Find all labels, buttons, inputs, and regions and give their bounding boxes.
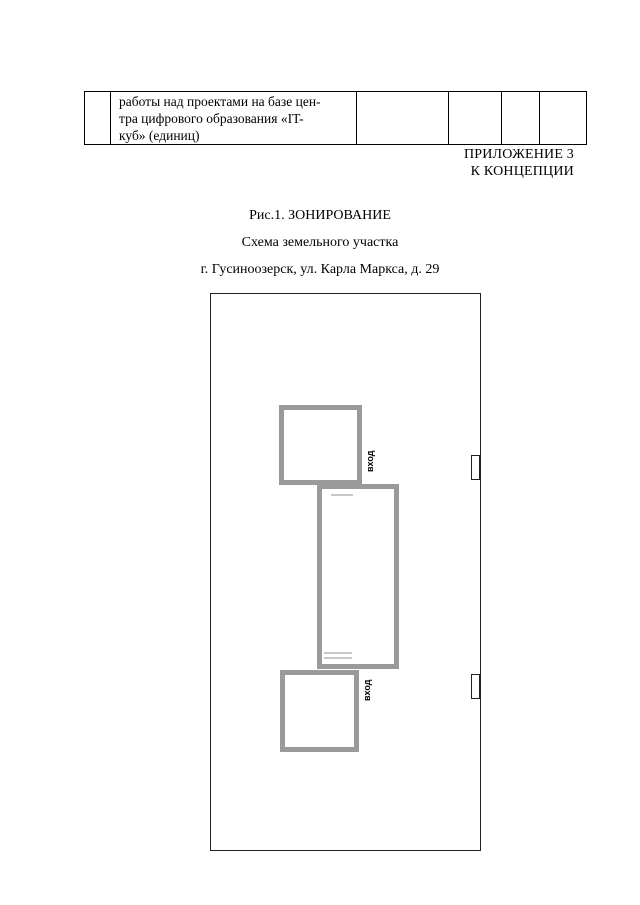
indicator-text: работы над проектами на базе цен- тра ци…	[111, 92, 356, 144]
appendix-line-1: ПРИЛОЖЕНИЕ 3	[463, 147, 574, 162]
indicator-line-2: тра цифрового образования «IT-	[119, 111, 304, 126]
appendix-heading: ПРИЛОЖЕНИЕ 3 К КОНЦЕПЦИИ	[464, 146, 574, 180]
gate-top	[471, 455, 480, 480]
entrance-label-bottom: вход	[362, 679, 372, 701]
land-plot-outline: вход вход	[210, 293, 481, 851]
appendix-line-2: К КОНЦЕПЦИИ	[470, 164, 574, 179]
figure-title: Рис.1. ЗОНИРОВАНИЕ	[249, 208, 391, 223]
gate-bottom	[471, 674, 480, 699]
table-cell-number	[84, 91, 111, 145]
building-upper	[279, 405, 362, 485]
stair-mark-bottom	[324, 652, 352, 654]
building-lower	[280, 670, 359, 752]
figure-address: г. Гусиноозерск, ул. Карла Маркса, д. 29	[200, 262, 440, 277]
indicator-line-1: работы над проектами на базе цен-	[119, 94, 321, 109]
stair-mark-bottom-2	[324, 657, 352, 659]
building-central	[317, 484, 399, 669]
entrance-label-top: вход	[365, 450, 375, 472]
table-cell-value-1	[356, 91, 449, 145]
table-cell-value-3	[501, 91, 540, 145]
table-cell-value-4	[539, 91, 587, 145]
indicator-line-3: куб» (единиц)	[119, 128, 200, 143]
stair-mark-top	[331, 494, 353, 496]
table-cell-indicator: работы над проектами на базе цен- тра ци…	[110, 91, 357, 145]
figure-subtitle: Схема земельного участка	[241, 235, 399, 250]
table-row: работы над проектами на базе цен- тра ци…	[84, 91, 587, 145]
table-cell-value-2	[448, 91, 502, 145]
indicator-table: работы над проектами на базе цен- тра ци…	[84, 91, 587, 145]
